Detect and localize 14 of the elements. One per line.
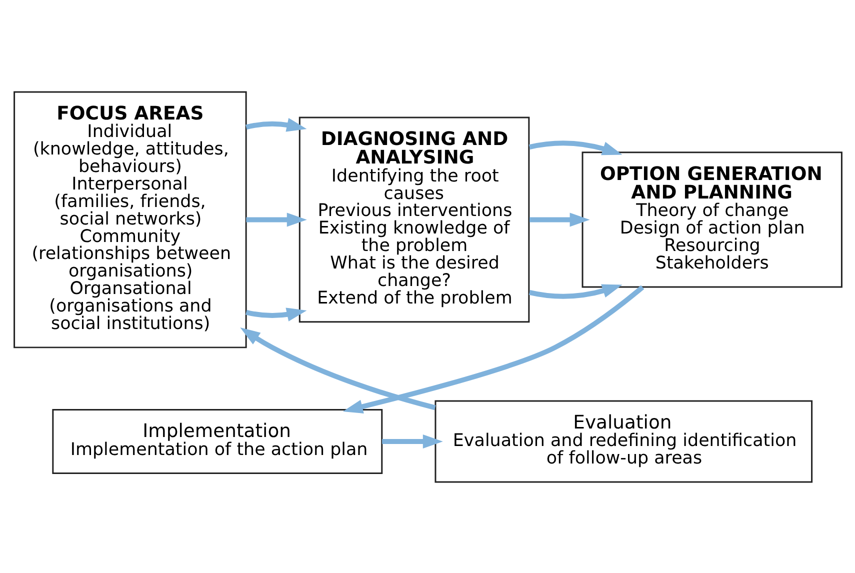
arrow [528, 284, 622, 298]
node-box: Evaluation Evaluation and redefining identification of follow-up areas [434, 400, 812, 482]
arrow [342, 284, 644, 413]
arrow [246, 212, 306, 226]
arrow [245, 117, 306, 132]
node-box: DIAGNOSING AND ANALYSING Identifying the root causes Previous interventions Existing knowledge of the problem What is the desired change? Extend of the problem [298, 116, 530, 322]
arrow [240, 327, 436, 410]
arrow [528, 140, 622, 155]
node-box: Implementation Implementation of the action plan [52, 408, 382, 474]
node-box: OPTION GENERATION AND PLANNING Theory of change Design of action plan Resourcing Stakeholders [581, 151, 842, 288]
arrow [245, 307, 306, 321]
arrow [528, 212, 590, 226]
arrow [382, 434, 442, 448]
node-box: FOCUS AREAS Individual (knowledge, attitudes, behaviours) Interpersonal (families, friends, social networks) Community (relationships between organisations) Organsational (organisations and social institutions) [13, 90, 246, 348]
